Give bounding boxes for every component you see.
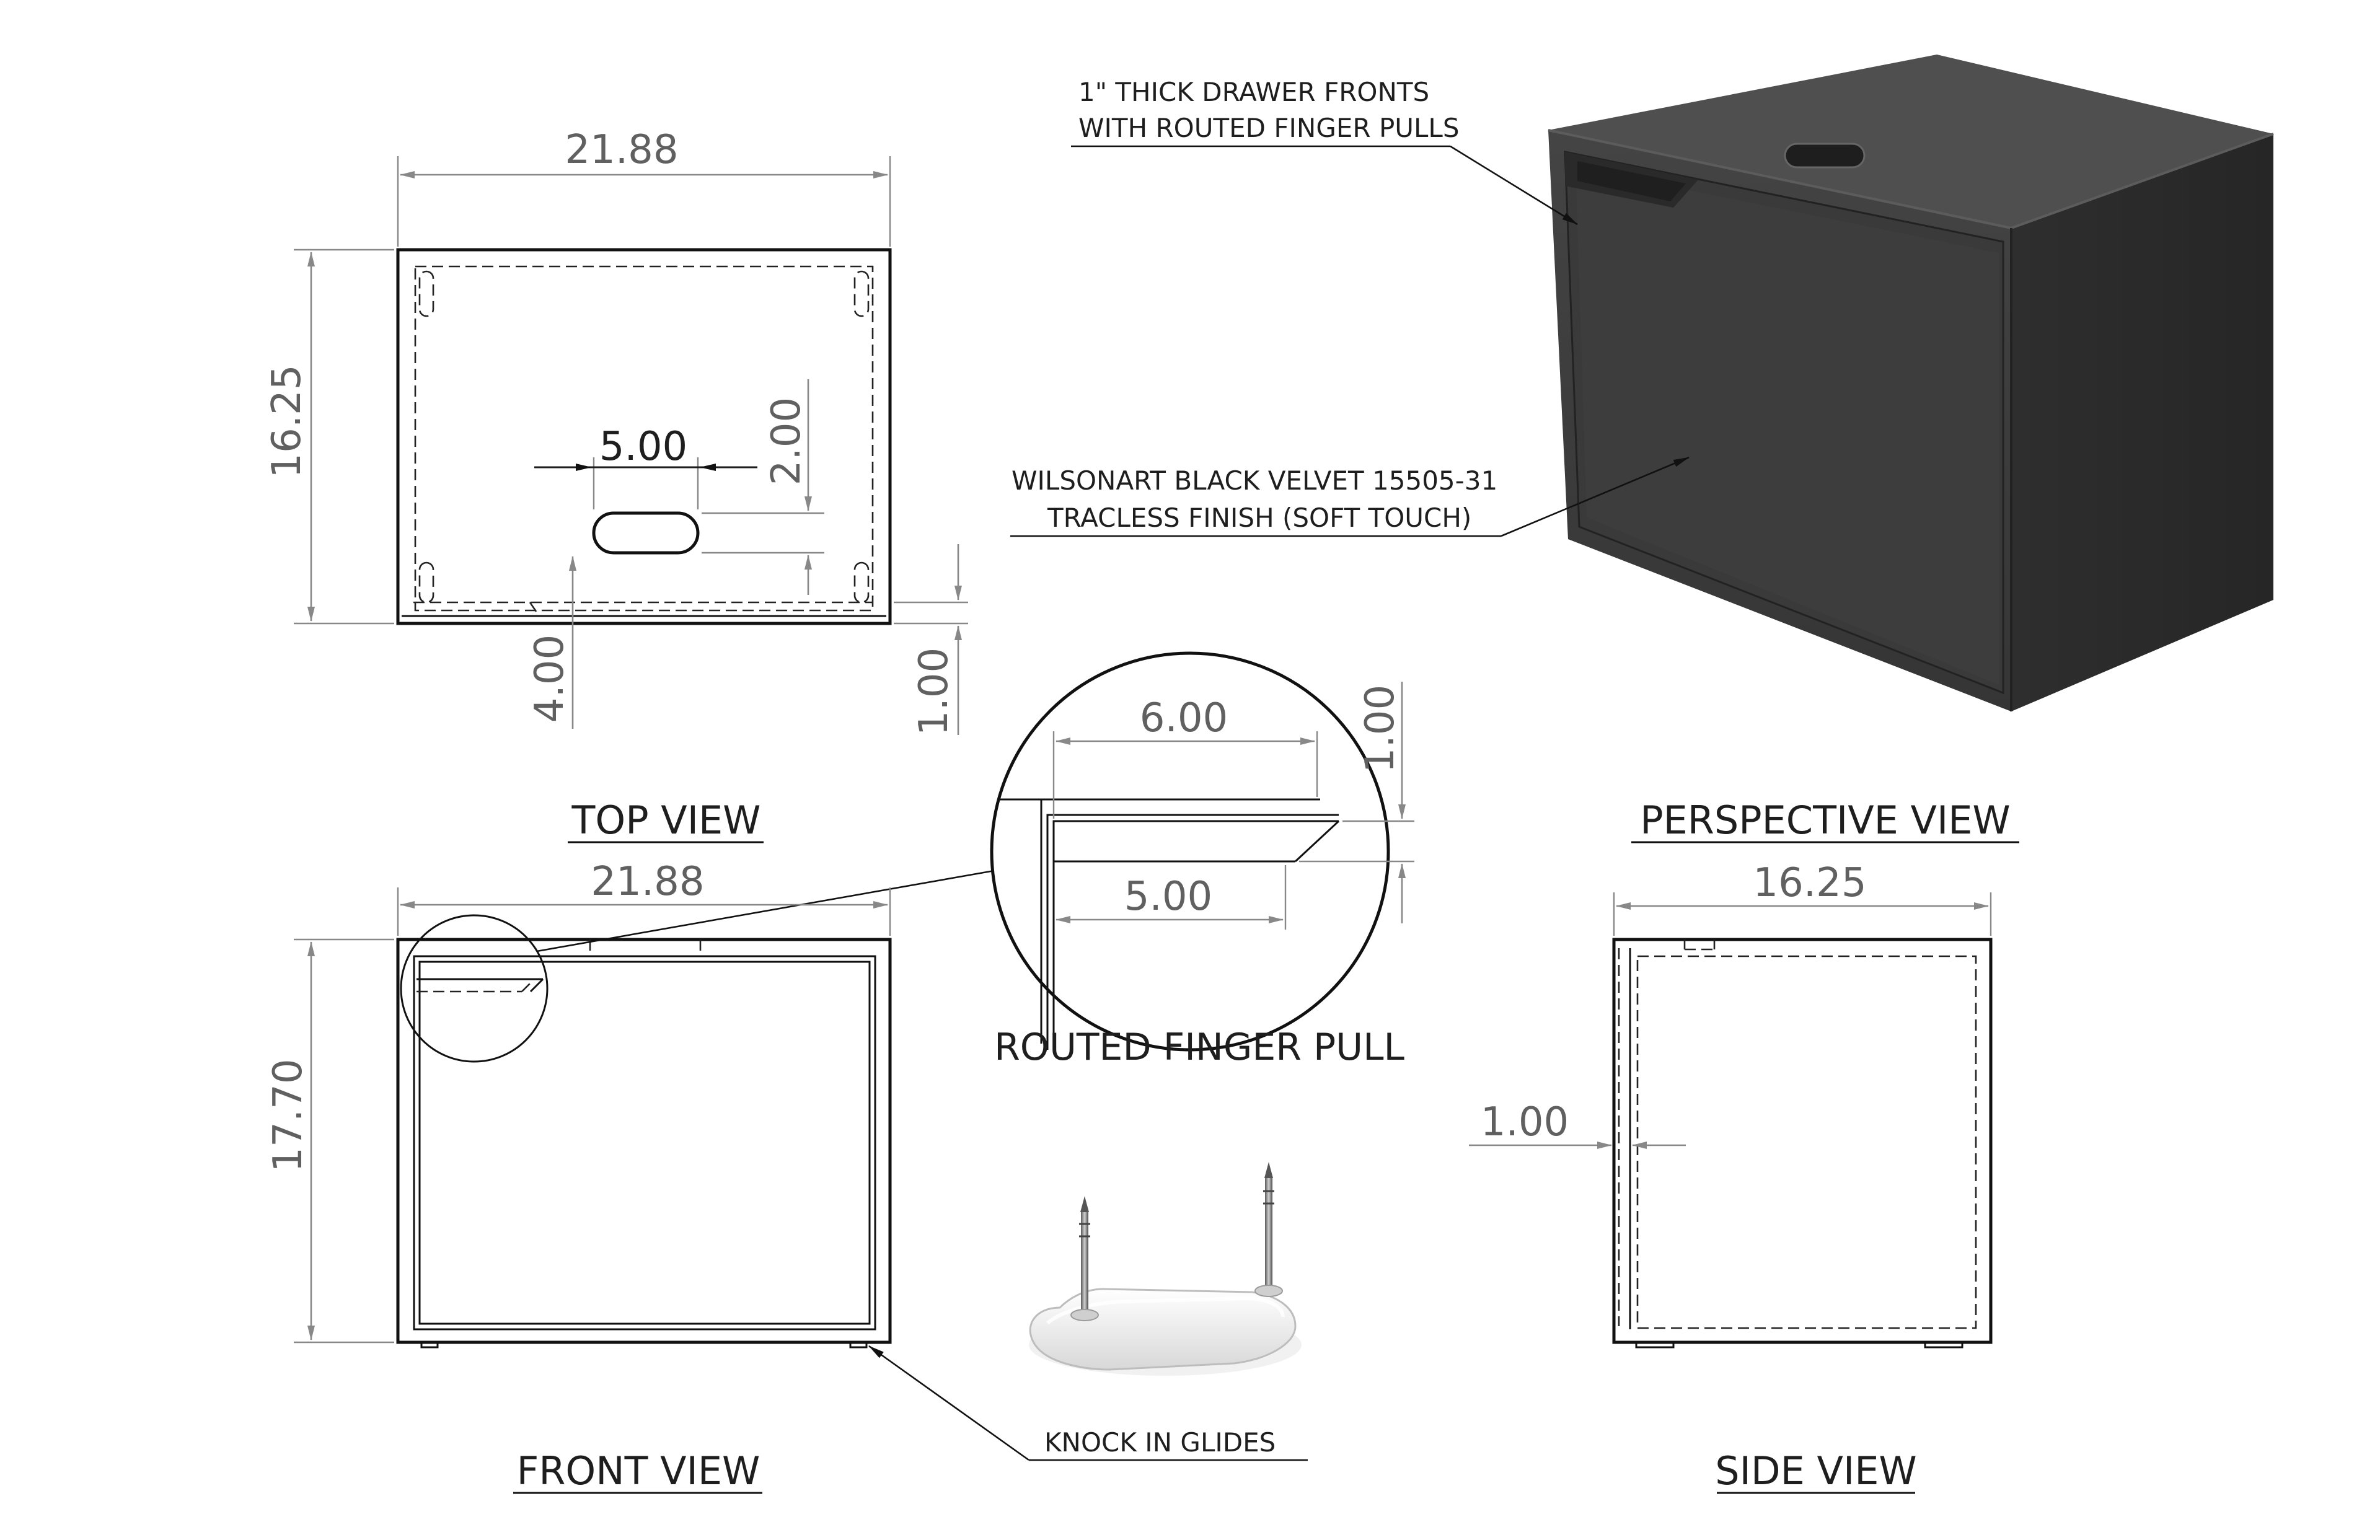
perspective-view-title: PERSPECTIVE VIEW — [1640, 798, 2010, 843]
side-view-title: SIDE VIEW — [1715, 1448, 1916, 1494]
front-height-dim: 17.70 — [265, 1058, 311, 1172]
detail-view: 6.00 5.00 1.00 ROUTED FINGER PULL — [990, 651, 1414, 1069]
detail-inner-width-dim: 5.00 — [1124, 874, 1213, 920]
knock-in-glide — [1029, 1162, 1302, 1376]
finish-callout: WILSONART BLACK VELVET 15505-31 TRACLESS… — [1010, 456, 1690, 537]
cabinet-top-face — [1548, 55, 2273, 228]
top-view: 21.88 16.25 5.00 2.00 4.00 1.00 TOP VIEW — [264, 127, 968, 843]
perspective-view: PERSPECTIVE VIEW — [1548, 55, 2274, 843]
drawer-fronts-line1: 1" THICK DRAWER FRONTS — [1078, 77, 1429, 107]
front-width-dim: 21.88 — [591, 859, 704, 905]
finish-line2: TRACLESS FINISH (SOFT TOUCH) — [1047, 503, 1471, 533]
detail-circle — [400, 914, 549, 1063]
top-front-thickness-dim: 1.00 — [911, 648, 957, 736]
detail-title: ROUTED FINGER PULL — [994, 1026, 1404, 1069]
side-view: 16.25 1.00 SIDE VIEW — [1469, 860, 1993, 1494]
pull-length-dim: 5.00 — [599, 424, 688, 470]
front-view-title: FRONT VIEW — [517, 1448, 760, 1494]
drawer-fronts-callout: 1" THICK DRAWER FRONTS WITH ROUTED FINGE… — [1071, 77, 1578, 226]
pull-from-front-dim: 4.00 — [527, 635, 573, 723]
top-slot — [1784, 143, 1866, 169]
drawer-fronts-line2: WITH ROUTED FINGER PULLS — [1078, 113, 1459, 143]
glides-label: KNOCK IN GLIDES — [1044, 1427, 1276, 1458]
top-width-dim: 21.88 — [565, 127, 678, 173]
top-depth-dim: 16.25 — [264, 364, 310, 478]
finish-line1: WILSONART BLACK VELVET 15505-31 — [1011, 465, 1497, 496]
detail-outer-width-dim: 6.00 — [1140, 695, 1228, 741]
front-view: 21.88 17.70 FRONT VIEW — [265, 859, 995, 1494]
detail-depth-dim: 1.00 — [1357, 685, 1403, 773]
top-view-title: TOP VIEW — [571, 798, 761, 843]
glides-callout: KNOCK IN GLIDES — [868, 1345, 1308, 1461]
side-thickness-dim: 1.00 — [1481, 1099, 1569, 1145]
cabinet-side-face — [2011, 134, 2273, 711]
side-depth-dim: 16.25 — [1753, 860, 1866, 906]
finger-pull-slot — [592, 511, 700, 555]
pull-offset-dim: 2.00 — [764, 397, 809, 486]
